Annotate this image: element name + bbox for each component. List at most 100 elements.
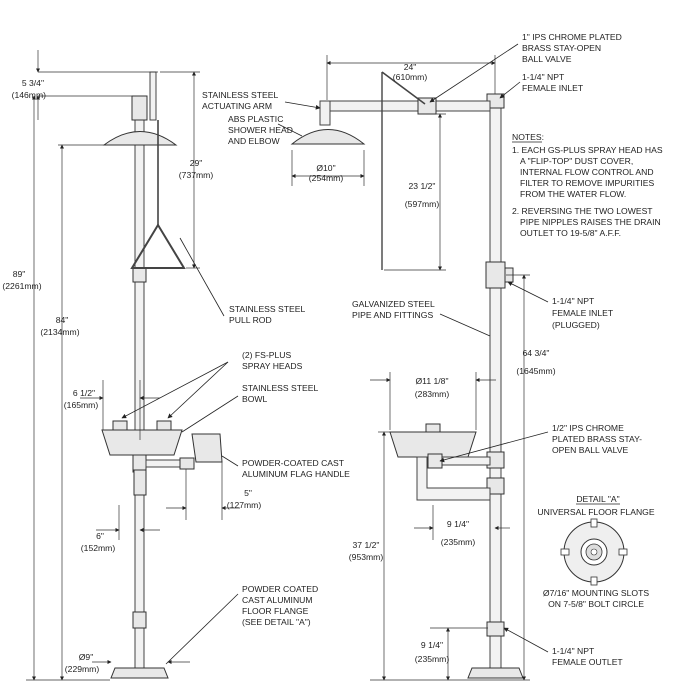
dim-head-dia: Ø10" — [316, 163, 335, 173]
dim-bowl-reach-mm: (235mm) — [441, 537, 476, 547]
side-floor-flange — [467, 667, 524, 679]
dim-rod-length-mm: (597mm) — [405, 199, 440, 209]
front-bowl — [101, 429, 183, 456]
side-view — [290, 71, 524, 679]
side-elbow — [319, 100, 331, 126]
front-spray-head-left — [112, 420, 128, 431]
dim-flange-dia: Ø9" — [79, 652, 94, 662]
side-dimension-text: 24" (610mm) Ø10" (254mm) 23 1/2" (597mm)… — [309, 62, 556, 664]
label-ball-valve-bowl-2: PLATED BRASS STAY- — [552, 434, 642, 444]
label-outlet-2: FEMALE OUTLET — [552, 657, 623, 667]
label-floor-flange-4: (SEE DETAIL "A") — [242, 617, 311, 627]
dim-bowl-dia: Ø11 1/8" — [416, 376, 449, 386]
side-shower-head — [290, 129, 366, 145]
side-horizontal-arm — [319, 100, 491, 112]
label-galvanized-1: GALVANIZED STEEL — [352, 299, 435, 309]
dim-flange-dia-mm: (229mm) — [65, 664, 100, 674]
dim-bowl-dia-mm: (283mm) — [415, 389, 450, 399]
label-bowl-2: BOWL — [242, 394, 268, 404]
label-inlet-plugged-1: 1-1/4" NPT — [552, 296, 595, 306]
side-bowl — [389, 431, 477, 458]
label-outlet-1: 1-1/4" NPT — [552, 646, 595, 656]
label-pull-rod-2: PULL ROD — [229, 315, 272, 325]
front-coupling-lower — [132, 611, 147, 629]
side-main-pipe — [489, 94, 502, 679]
label-shower-head-1: ABS PLASTIC — [228, 114, 283, 124]
label-floor-flange-2: CAST ALUMINUM — [242, 595, 313, 605]
notes-block: NOTES: 1. EACH GS-PLUS SPRAY HEAD HAS A … — [512, 132, 663, 238]
front-elbow — [131, 95, 148, 121]
front-dimensions — [26, 50, 240, 681]
detail-subtitle: UNIVERSAL FLOOR FLANGE — [537, 507, 654, 517]
side-spray-head — [425, 423, 441, 433]
dim-rod-length: 23 1/2" — [409, 181, 436, 191]
note-line-8: OUTLET TO 19-5/8" A.F.F. — [520, 228, 621, 238]
dim-top-offset-mm: (146mm) — [12, 90, 47, 100]
note-line-2: A "FLIP-TOP" DUST COVER, — [520, 156, 633, 166]
dim-overall-height-mm: (2261mm) — [2, 281, 41, 291]
front-coupling-upper — [132, 267, 147, 283]
side-callouts: STAINLESS STEEL ACTUATING ARM ABS PLASTI… — [202, 32, 642, 667]
dim-head-height-mm: (2134mm) — [40, 327, 79, 337]
front-flag-handle — [191, 433, 223, 463]
front-dimension-text: 5 3/4" (146mm) 89" (2261mm) 84" (2134mm)… — [2, 78, 261, 674]
front-valve — [179, 457, 195, 470]
note-line-3: INTERNAL FLOW CONTROL AND — [520, 167, 654, 177]
side-valve-pipe — [439, 456, 491, 466]
dim-arm-length-mm: (610mm) — [393, 72, 428, 82]
label-inlet-top-2: FEMALE INLET — [522, 83, 584, 93]
dim-handle-offset-mm: (127mm) — [227, 500, 262, 510]
note-line-6: 2. REVERSING THE TWO LOWEST — [512, 206, 653, 216]
label-flag-handle-2: ALUMINUM FLAG HANDLE — [242, 469, 350, 479]
floor-flange-detail-icon — [560, 518, 628, 586]
detail-a: DETAIL "A" UNIVERSAL FLOOR FLANGE Ø7/16"… — [537, 494, 654, 609]
dim-bowl-offset: 6 1/2" — [73, 388, 95, 398]
label-floor-flange-3: FLOOR FLANGE — [242, 606, 309, 616]
label-spray-heads-2: SPRAY HEADS — [242, 361, 303, 371]
side-drain-trap — [416, 456, 491, 501]
dim-inlet-height-mm: (1645mm) — [516, 366, 555, 376]
side-coupling-mid — [486, 477, 505, 495]
side-bowl-valve — [427, 453, 443, 469]
dim-handle-offset: 5" — [244, 488, 252, 498]
label-ball-valve-bowl-3: OPEN BALL VALVE — [552, 445, 629, 455]
side-coupling-lower — [486, 621, 505, 637]
label-shower-head-2: SHOWER HEAD — [228, 125, 293, 135]
side-tee-upper — [485, 261, 506, 289]
label-ball-valve-bowl-1: 1/2" IPS CHROME — [552, 423, 624, 433]
label-inlet-top-1: 1-1/4" NPT — [522, 72, 565, 82]
front-shower-head — [102, 131, 178, 146]
label-ball-valve-top-1: 1" IPS CHROME PLATED — [522, 32, 622, 42]
dim-overall-height: 89" — [13, 269, 26, 279]
label-galvanized-2: PIPE AND FITTINGS — [352, 310, 433, 320]
dim-arm-length: 24" — [404, 62, 417, 72]
dim-arm-drop: 29" — [190, 158, 203, 168]
label-actuating-arm-1: STAINLESS STEEL — [202, 90, 278, 100]
note-line-4: FILTER TO REMOVE IMPURITIES — [520, 178, 654, 188]
dim-arm-drop-mm: (737mm) — [179, 170, 214, 180]
dim-inlet-height: 64 3/4" — [523, 348, 550, 358]
dim-bowl-reach: 9 1/4" — [447, 519, 469, 529]
dim-bowl-offset-mm: (165mm) — [64, 400, 99, 410]
detail-caption-2: ON 7-5/8" BOLT CIRCLE — [548, 599, 644, 609]
front-callouts: STAINLESS STEEL PULL ROD (2) FS-PLUS SPR… — [121, 237, 350, 665]
dim-bowl-height-mm: (953mm) — [349, 552, 384, 562]
side-dimensions — [291, 55, 530, 681]
label-spray-heads-1: (2) FS-PLUS — [242, 350, 291, 360]
dim-top-offset: 5 3/4" — [22, 78, 44, 88]
dim-bowl-height: 37 1/2" — [353, 540, 380, 550]
front-pull-triangle — [130, 223, 186, 269]
front-floor-flange — [110, 667, 169, 679]
label-ball-valve-top-2: BRASS STAY-OPEN — [522, 43, 601, 53]
label-actuating-arm-2: ACTUATING ARM — [202, 101, 272, 111]
dim-head-height: 84" — [56, 315, 69, 325]
label-ball-valve-top-3: BALL VALVE — [522, 54, 572, 64]
label-inlet-plugged-3: (PLUGGED) — [552, 320, 600, 330]
dim-outlet-height: 9 1/4" — [421, 640, 443, 650]
note-line-1: 1. EACH GS-PLUS SPRAY HEAD HAS — [512, 145, 663, 155]
dim-floor-offset: 6" — [96, 531, 104, 541]
front-spray-head-right — [156, 420, 172, 431]
dim-floor-offset-mm: (152mm) — [81, 543, 116, 553]
note-line-7: PIPE NIPPLES RAISES THE DRAIN — [520, 217, 661, 227]
